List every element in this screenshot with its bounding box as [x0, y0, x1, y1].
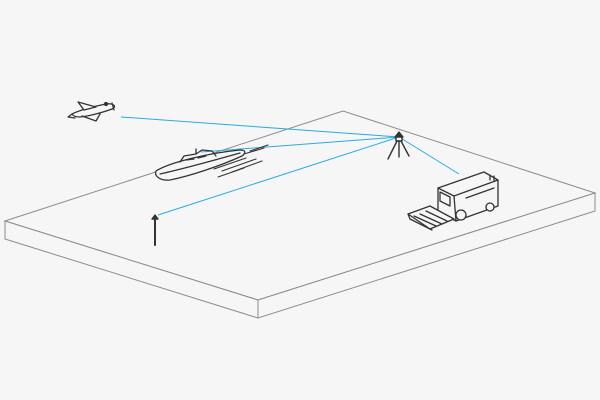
- harvester-icon: [407, 171, 499, 231]
- link-to-survey-pole: [157, 136, 400, 216]
- link-to-aircraft: [120, 116, 400, 138]
- tripod-icon: [387, 131, 410, 160]
- harvester-header: [407, 205, 455, 231]
- signal-links: [120, 116, 460, 216]
- boat-wake: [213, 144, 269, 178]
- aircraft-icon: [67, 101, 116, 122]
- platform-top-face: [3, 110, 597, 301]
- survey-pole-icon: [151, 214, 159, 246]
- boat-icon: [154, 144, 269, 181]
- link-to-harvester: [398, 136, 460, 175]
- ground-platform: [3, 110, 597, 319]
- link-to-boat: [200, 136, 400, 153]
- platform-right-face: [257, 192, 596, 319]
